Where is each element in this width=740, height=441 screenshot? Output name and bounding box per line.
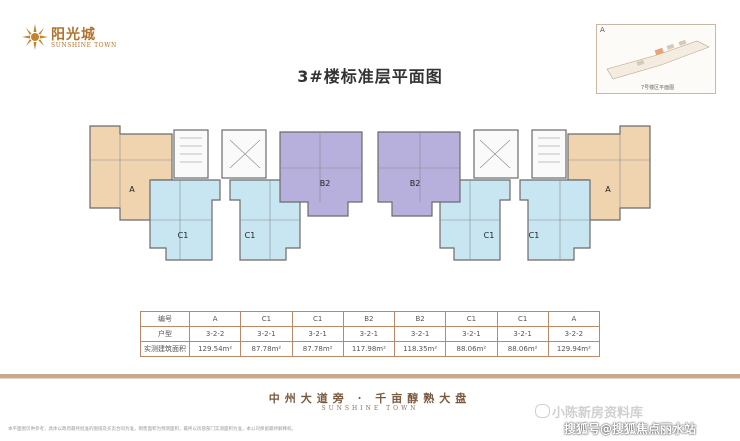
unit-label: B2 [320,179,331,188]
table-cell: C1 [445,311,498,327]
unit-area-table: 编号 A C1 C1 B2 B2 C1 C1 A 户型 3-2-2 3-2-1 … [140,311,601,357]
table-cell: A [188,311,242,327]
row-label: 实测建筑面积 [140,341,190,357]
slogan-en: SUNSHINE TOWN [321,405,419,412]
table-cell: 3-2-1 [240,326,293,342]
unit-label: C1 [529,231,540,240]
table-cell: 3-2-2 [547,326,601,342]
table-cell: 118.35m² [393,341,447,357]
unit-label: C1 [245,231,256,240]
keymap-caption: 7号楼区平面图 [641,85,675,91]
table-cell: 129.54m² [188,341,242,357]
unit-label: C1 [484,231,495,240]
table-cell: 3-2-1 [291,326,344,342]
sun-logo-icon [22,24,48,50]
slogan-cn: 中州大道旁 · 千亩醇熟大盘 [268,392,472,405]
table-cell: 3-2-2 [188,326,242,342]
table-cell: 117.98m² [342,341,396,357]
table-cell: 3-2-1 [445,326,498,342]
table-cell: 88.06m² [445,341,498,357]
table-cell: A [547,311,601,327]
table-row: 编号 A C1 C1 B2 B2 C1 C1 A [140,311,601,327]
chat-bubble-icon [535,404,550,418]
unit-label: A [605,185,611,194]
unit-label: B2 [410,179,421,188]
site-key-map: A 7号楼区平面图 [596,24,716,94]
table-cell: 87.78m² [240,341,293,357]
keymap-marker: A [600,26,605,34]
brand-name-cn: 阳光城 [51,27,96,43]
divider-band [0,374,740,378]
table-cell: 129.94m² [547,341,601,357]
table-cell: C1 [496,311,549,327]
table-cell: 3-2-1 [342,326,396,342]
floor-plan-drawing: A C1 C1 B2 B2 C1 C1 A [89,125,651,261]
disclaimer-text: 本平面图仅供参考，具体以政府最终批准的图纸及买卖合同为准，销售面积为预测面积，最… [8,427,296,432]
unit-label: A [129,185,135,194]
divider-line [0,378,740,379]
brand-logo: 阳光城 SUNSHINE TOWN [22,22,117,52]
brand-name-en: SUNSHINE TOWN [51,42,117,49]
table-cell: C1 [240,311,293,327]
table-cell: B2 [342,311,396,327]
unit-label: C1 [178,231,189,240]
site-map-drawing [606,39,710,80]
page-title: 3#楼标准层平面图 [297,67,443,86]
table-cell: 3-2-1 [393,326,447,342]
watermark-top: 小陈新房资料库 [552,406,644,421]
table-cell: 87.78m² [291,341,344,357]
row-label: 户型 [140,326,190,342]
watermark-bottom: 搜狐号@搜狐焦点丽水站 [564,422,697,436]
table-cell: C1 [291,311,344,327]
row-label: 编号 [140,311,190,327]
table-row: 户型 3-2-2 3-2-1 3-2-1 3-2-1 3-2-1 3-2-1 3… [140,326,601,342]
table-row: 实测建筑面积 129.54m² 87.78m² 87.78m² 117.98m²… [140,341,601,357]
table-cell: 3-2-1 [496,326,549,342]
table-cell: 88.06m² [496,341,549,357]
table-cell: B2 [393,311,447,327]
